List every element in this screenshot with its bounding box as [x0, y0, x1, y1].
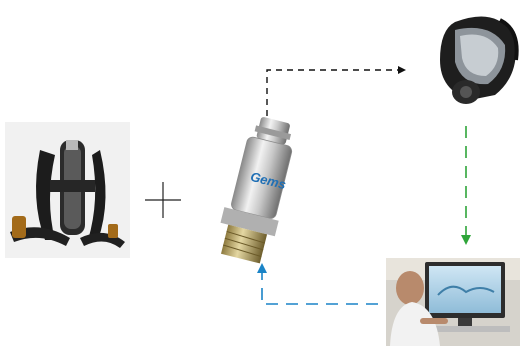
sensor-to-mask-arrow	[267, 70, 404, 116]
station-to-sensor-arrow	[262, 266, 378, 304]
pressure-sensor-icon: Gems	[213, 113, 302, 265]
face-mask-icon	[440, 16, 517, 104]
monitoring-station-icon	[386, 258, 520, 346]
plus-operator-icon	[145, 182, 181, 218]
scba-harness-icon	[5, 122, 130, 258]
